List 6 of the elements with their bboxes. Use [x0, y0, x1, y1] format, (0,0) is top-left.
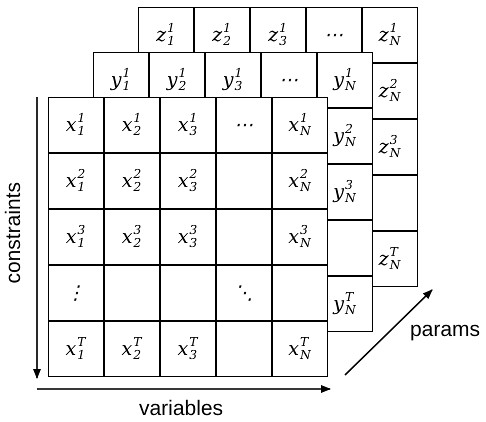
matrix-entry: ⋯: [216, 96, 272, 152]
matrix-entry: ⋮: [48, 264, 104, 320]
axis-label: variables: [139, 397, 224, 421]
axis-label: constraints: [2, 182, 26, 284]
axis-label: params: [410, 318, 480, 342]
matrix-entry: ⋱: [216, 264, 272, 320]
